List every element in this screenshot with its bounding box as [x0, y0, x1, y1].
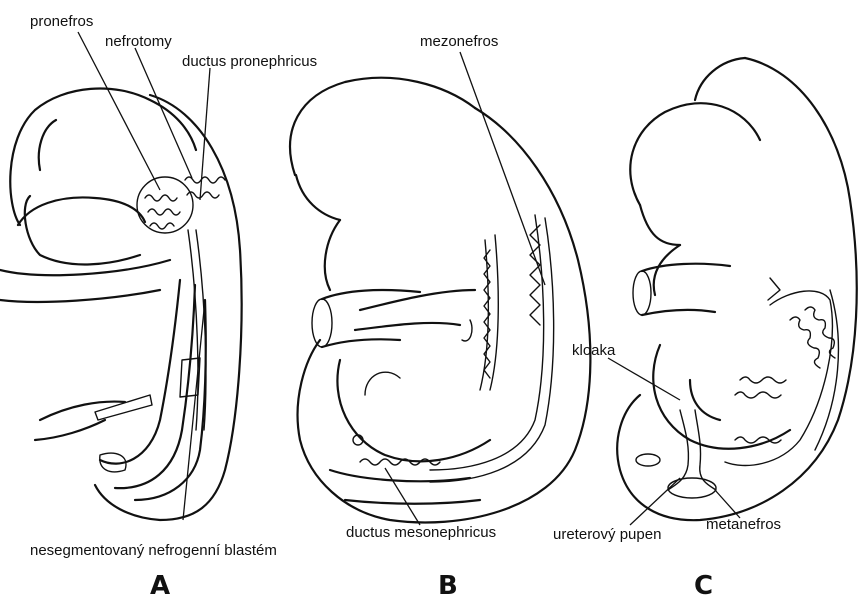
panel-label-a: A: [150, 571, 170, 601]
label-mezonefros: mezonefros: [420, 33, 498, 50]
label-kloaka: kloaka: [572, 342, 616, 359]
label-pronefros: pronefros: [30, 13, 93, 30]
label-nesegmentovany-nefrogenni-blastem: nesegmentovaný nefrogenní blastém: [30, 542, 277, 559]
label-ductus-pronephricus: ductus pronephricus: [182, 53, 317, 70]
label-ductus-mesonephricus: ductus mesonephricus: [346, 524, 496, 541]
panel-label-c: C: [694, 571, 713, 601]
label-metanefros: metanefros: [706, 516, 781, 533]
pointers-a: [78, 32, 210, 520]
embryo-c: [617, 58, 857, 520]
embryo-b: [290, 78, 590, 523]
panel-label-b: B: [438, 571, 458, 601]
pointers-c: [608, 358, 740, 525]
embryo-a: [0, 89, 242, 520]
label-ureterovy-pupen: ureterový pupen: [553, 526, 661, 543]
label-nefrotomy: nefrotomy: [105, 33, 172, 50]
